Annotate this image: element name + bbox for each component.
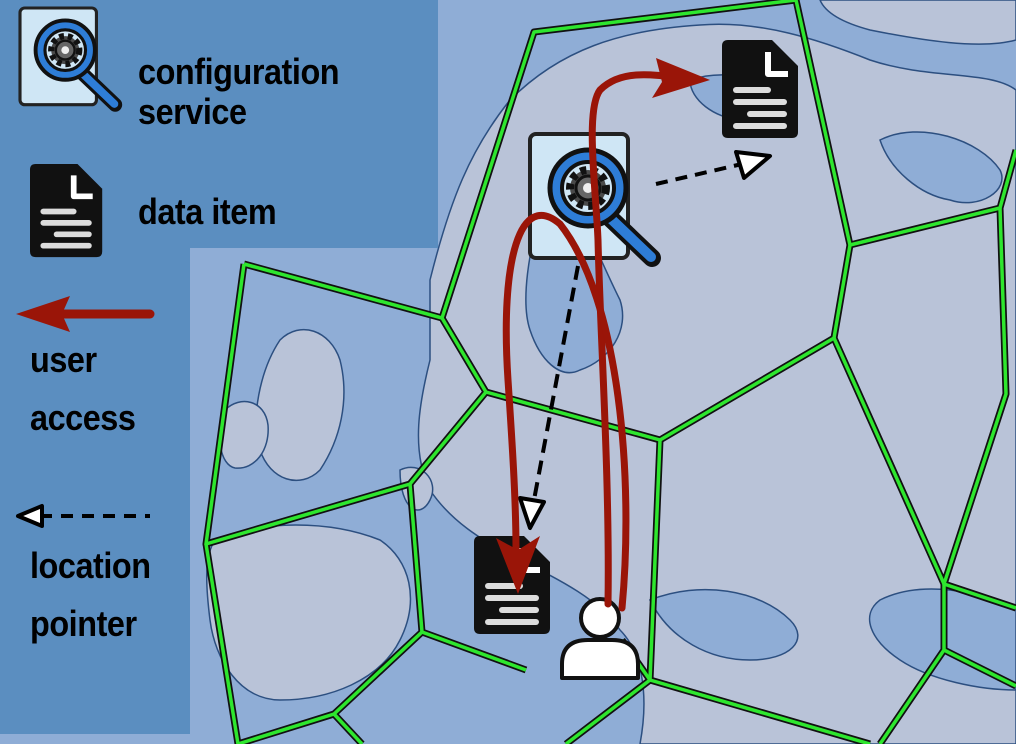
legend-location-pointer-arrow-icon [16, 504, 150, 528]
user-access-arrowhead-south [496, 536, 540, 594]
legend-location-pointer-label: location pointer [30, 545, 151, 644]
user-access-path [502, 71, 684, 612]
location-pointer-arrow-north [655, 150, 772, 186]
legend-panel [0, 0, 438, 734]
data-item-document-north [722, 40, 798, 138]
legend-user-access-label: user access [30, 339, 136, 438]
legend-configuration-service-label: configuration service [138, 51, 340, 132]
legend-data-item-label: data item [138, 191, 277, 232]
location-pointer-arrow-south [518, 265, 580, 530]
legend-document-icon [30, 164, 102, 257]
user-access-arrowhead-north [652, 58, 710, 98]
legend-user-access-arrow-icon [16, 296, 155, 332]
